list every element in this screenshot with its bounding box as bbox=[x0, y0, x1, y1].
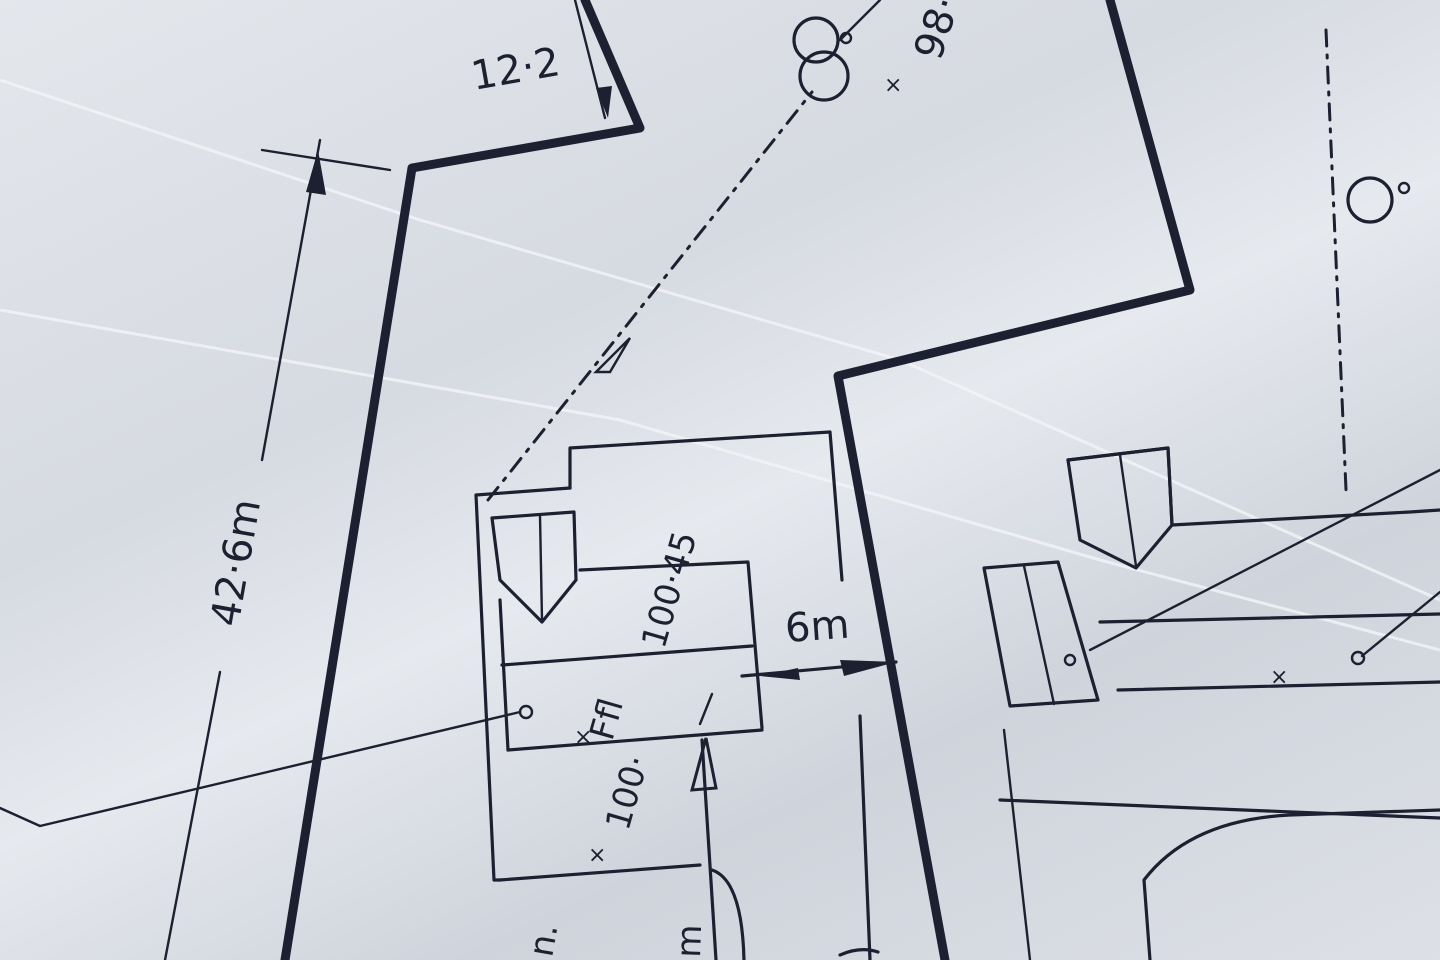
house-outline bbox=[498, 863, 702, 882]
inspection-chamber-icon bbox=[518, 704, 534, 720]
road-edge bbox=[838, 948, 880, 957]
house-inner-wall bbox=[500, 644, 754, 667]
spot-level-mark: × bbox=[1270, 665, 1288, 690]
dimension-label: 98· bbox=[906, 0, 969, 65]
roof-pitch-icon bbox=[1066, 446, 1174, 570]
house-inner-room bbox=[578, 560, 764, 730]
level-label-ffl: 100·45 bbox=[634, 527, 705, 652]
driveway-arrow bbox=[700, 738, 718, 960]
driveway-edge bbox=[710, 868, 746, 960]
service-line-neighbour bbox=[1360, 590, 1440, 658]
dimension-label: m bbox=[669, 924, 710, 959]
arrowhead-icon bbox=[593, 337, 632, 374]
garage-outline bbox=[982, 560, 1100, 708]
neighbour-house-outline bbox=[1098, 612, 1440, 624]
spot-level-mark: × bbox=[588, 843, 606, 868]
road-edge bbox=[998, 798, 1440, 820]
arrowhead-icon bbox=[840, 660, 896, 676]
arrowhead-icon bbox=[760, 668, 800, 680]
spot-level-mark: × bbox=[574, 725, 592, 750]
house-outline bbox=[568, 430, 844, 582]
gate-mark bbox=[698, 692, 714, 726]
tree-icon bbox=[1346, 176, 1411, 224]
dimension-label: 12·2 bbox=[468, 39, 564, 100]
path-edge bbox=[1002, 728, 1032, 960]
tree-icon bbox=[792, 16, 853, 102]
arrowhead-icon bbox=[689, 737, 718, 792]
spot-level-mark: × bbox=[884, 73, 902, 98]
drain-line bbox=[0, 710, 522, 828]
dimension-line-12-2 bbox=[573, 0, 607, 120]
boundary-wall-left bbox=[280, 0, 645, 960]
driveway-edge bbox=[858, 714, 872, 960]
dimension-label: 42·6m bbox=[203, 496, 271, 630]
level-label: 100· bbox=[598, 751, 657, 835]
arrowhead-icon bbox=[596, 86, 612, 118]
road-kerb bbox=[1142, 808, 1440, 960]
service-line-right bbox=[1324, 28, 1348, 492]
arrowhead-icon bbox=[306, 150, 326, 195]
house-inner-wall bbox=[498, 598, 510, 752]
service-line bbox=[486, 90, 814, 502]
service-line-neighbour bbox=[1088, 468, 1440, 652]
house-inner-wall bbox=[506, 728, 764, 752]
dimension-label: n. bbox=[521, 921, 566, 960]
dimension-line-42-6m-lower bbox=[163, 670, 222, 960]
neighbour-house-outline bbox=[1116, 680, 1440, 692]
dimension-line-42-6m bbox=[260, 138, 322, 462]
house-outline bbox=[474, 486, 572, 882]
dimension-tick bbox=[260, 148, 392, 172]
inspection-chamber-icon bbox=[1063, 653, 1077, 667]
dimension-label: 6m bbox=[783, 602, 850, 652]
roof-pitch-icon bbox=[490, 510, 578, 624]
boundary-wall-right bbox=[833, 0, 1195, 960]
inspection-chamber-icon bbox=[1350, 650, 1366, 666]
